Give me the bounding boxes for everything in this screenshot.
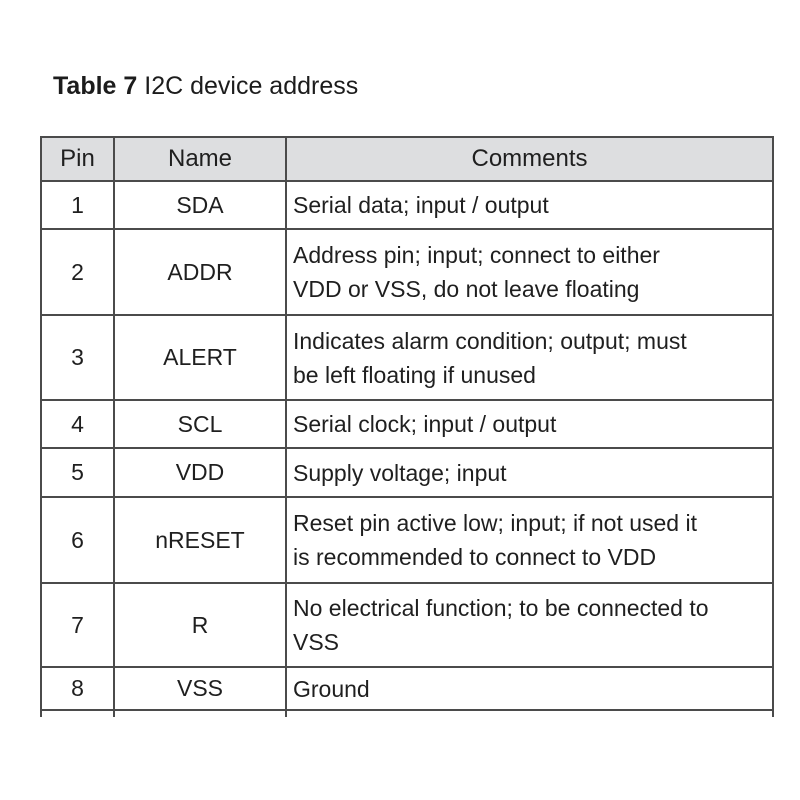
- comment-cell: Reset pin active low; input; if not used…: [285, 496, 774, 584]
- table-row: 2 ADDR Address pin; input; connect to ei…: [40, 228, 774, 316]
- table-row: 4 SCL Serial clock; input / output: [40, 399, 774, 449]
- name-cell: nRESET: [113, 496, 287, 584]
- comment-cell: Serial clock; input / output: [285, 399, 774, 449]
- pin-cell: 4: [40, 399, 115, 449]
- cut-off-cell: [285, 709, 774, 717]
- cut-off-row: [40, 709, 774, 717]
- header-row: Pin Name Comments: [40, 136, 774, 182]
- table-caption-number: Table 7: [53, 72, 138, 100]
- comment-cell: Serial data; input / output: [285, 180, 774, 230]
- table-caption-text: I2C device address: [144, 72, 359, 100]
- table-row: 6 nRESET Reset pin active low; input; if…: [40, 496, 774, 584]
- pin-cell: 2: [40, 228, 115, 316]
- pin-cell: 1: [40, 180, 115, 230]
- pin-cell: 7: [40, 582, 115, 668]
- name-cell: ADDR: [113, 228, 287, 316]
- cut-off-cell: [40, 709, 115, 717]
- name-cell: R: [113, 582, 287, 668]
- comment-cell: Address pin; input; connect to either VD…: [285, 228, 774, 316]
- table-row: 7 R No electrical function; to be connec…: [40, 582, 774, 668]
- pin-description-table: Pin Name Comments 1 SDA Serial data; inp…: [40, 136, 774, 717]
- table-row: 3 ALERT Indicates alarm condition; outpu…: [40, 314, 774, 401]
- pin-cell: 3: [40, 314, 115, 401]
- name-cell: SDA: [113, 180, 287, 230]
- table-row: 1 SDA Serial data; input / output: [40, 180, 774, 230]
- column-header-name: Name: [113, 136, 287, 182]
- table-row: 8 VSS Ground: [40, 666, 774, 711]
- name-cell: ALERT: [113, 314, 287, 401]
- name-cell: VDD: [113, 447, 287, 498]
- pin-cell: 5: [40, 447, 115, 498]
- column-header-comments: Comments: [285, 136, 774, 182]
- pin-cell: 8: [40, 666, 115, 711]
- column-header-pin: Pin: [40, 136, 115, 182]
- comment-cell: Indicates alarm condition; output; must …: [285, 314, 774, 401]
- table-row: 5 VDD Supply voltage; input: [40, 447, 774, 498]
- comment-cell: Ground: [285, 666, 774, 711]
- comment-cell: Supply voltage; input: [285, 447, 774, 498]
- cut-off-cell: [113, 709, 287, 717]
- pin-cell: 6: [40, 496, 115, 584]
- name-cell: SCL: [113, 399, 287, 449]
- comment-cell: No electrical function; to be connected …: [285, 582, 774, 668]
- name-cell: VSS: [113, 666, 287, 711]
- table-caption: Table 7 I2C device address: [53, 72, 358, 101]
